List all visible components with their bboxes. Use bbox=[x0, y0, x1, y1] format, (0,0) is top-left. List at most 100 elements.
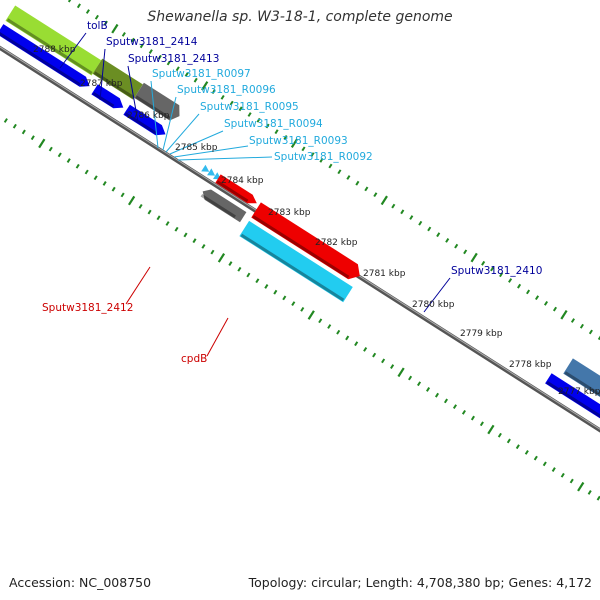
tolB-feature-body[interactable] bbox=[5, 5, 102, 76]
inner-tick-minor bbox=[327, 324, 332, 329]
cds-a-feature[interactable] bbox=[0, 24, 90, 87]
inner-tick-minor bbox=[228, 261, 233, 266]
cpdB-red-feature-body[interactable] bbox=[251, 202, 360, 280]
cpdB-red-feature[interactable] bbox=[251, 202, 360, 280]
gene-label-r0093[interactable]: Sputw3181_R0093 bbox=[249, 135, 348, 147]
gene-label-r0095[interactable]: Sputw3181_R0095 bbox=[200, 101, 299, 113]
outer-tick-minor bbox=[588, 329, 593, 335]
inner-tick-minor bbox=[417, 381, 422, 387]
cds-a-feature-body[interactable] bbox=[0, 24, 90, 87]
inner-tick-minor bbox=[75, 163, 80, 169]
outer-tick-minor bbox=[543, 300, 549, 306]
inner-tick-minor bbox=[560, 472, 565, 478]
inner-tick-minor bbox=[461, 409, 466, 415]
cds-c-feature[interactable] bbox=[123, 104, 166, 136]
gene-label-r0096[interactable]: Sputw3181_R0096 bbox=[177, 84, 276, 96]
inner-tick-minor bbox=[551, 467, 556, 472]
leader-line-tolB bbox=[59, 32, 87, 69]
sputw3181-2414-feature[interactable] bbox=[92, 58, 143, 100]
trna-feature-2-body[interactable] bbox=[207, 168, 216, 176]
outer-tick-minor bbox=[418, 220, 423, 226]
outer-tick-minor bbox=[445, 238, 450, 243]
sputw3181-2410-feature[interactable] bbox=[563, 358, 600, 443]
inner-tick-major bbox=[127, 195, 136, 206]
inner-tick-minor bbox=[363, 347, 368, 352]
inner-tick-minor bbox=[533, 455, 538, 461]
inner-tick-minor bbox=[165, 221, 170, 226]
outer-tick-minor bbox=[274, 129, 279, 135]
gene-label-s2414[interactable]: Sputw3181_2414 bbox=[106, 36, 198, 48]
gene-label-r0092[interactable]: Sputw3181_R0092 bbox=[274, 151, 373, 163]
cds-b-feature[interactable] bbox=[91, 84, 124, 109]
scale-label: 2779 kbp bbox=[460, 329, 503, 339]
topology-text: Topology: circular; Length: 4,708,380 bp… bbox=[248, 575, 592, 590]
cds-d-feature[interactable] bbox=[545, 373, 600, 459]
trna-feature-1[interactable] bbox=[201, 164, 210, 172]
label-leader-lines bbox=[59, 32, 451, 357]
inner-tick-minor bbox=[3, 118, 8, 123]
cds-b-feature-body[interactable] bbox=[91, 84, 124, 109]
outer-tick-minor bbox=[346, 175, 351, 180]
gene-label-tolB[interactable]: tolB bbox=[87, 20, 108, 32]
sputw3181-2410-feature-body[interactable] bbox=[563, 358, 600, 443]
tolB-feature[interactable] bbox=[5, 5, 102, 76]
scale-label: 2785 kbp bbox=[175, 143, 218, 153]
sputw3181-2413-feature-body[interactable] bbox=[134, 82, 180, 121]
trna-feature-1-body[interactable] bbox=[201, 164, 210, 172]
sputw3181-2414-feature-body[interactable] bbox=[92, 58, 143, 100]
inner-tick-minor bbox=[12, 123, 17, 129]
cds-d-feature-body[interactable] bbox=[545, 373, 600, 459]
cds-c-feature-body[interactable] bbox=[123, 104, 166, 136]
outer-tick-major bbox=[380, 195, 388, 206]
gene-label-s2410[interactable]: Sputw3181_2410 bbox=[451, 265, 542, 277]
sputw3181-2412-feature-body[interactable] bbox=[202, 189, 247, 223]
gene-label-s2413[interactable]: Sputw3181_2413 bbox=[128, 53, 219, 65]
inner-tick-minor bbox=[372, 352, 377, 358]
map-title: Shewanella sp. W3-18-1, complete genome bbox=[147, 9, 453, 25]
inner-tick-minor bbox=[84, 169, 89, 175]
outer-tick-major bbox=[470, 252, 478, 263]
outer-tick-minor bbox=[481, 260, 486, 266]
outer-tick-minor bbox=[355, 180, 360, 186]
red-small-feature-body[interactable] bbox=[215, 174, 257, 204]
outer-tick-minor bbox=[409, 215, 414, 220]
outer-tick-minor bbox=[436, 232, 441, 238]
outer-tick-minor bbox=[283, 135, 288, 140]
outer-tick-major bbox=[290, 138, 299, 148]
inner-tick-minor bbox=[264, 284, 269, 289]
outer-tick-minor bbox=[463, 249, 468, 255]
sputw3181-2412-feature[interactable] bbox=[200, 189, 247, 223]
outer-tick-minor bbox=[391, 203, 396, 209]
cds-b-feature-shade bbox=[92, 91, 115, 108]
sputw3181-2414-feature-shade bbox=[93, 71, 135, 99]
inner-tick-minor bbox=[174, 226, 179, 232]
red-small-feature[interactable] bbox=[215, 174, 257, 204]
inner-tick-major bbox=[397, 367, 405, 378]
inner-tick-major bbox=[217, 253, 226, 263]
leader-line-r0094 bbox=[169, 130, 224, 155]
gene-features bbox=[0, 5, 600, 459]
gene-labels: tolB Sputw3181_2414Sputw3181_2413Sputw318… bbox=[42, 20, 542, 365]
gene-label-cpdB[interactable]: cpdB bbox=[181, 353, 207, 365]
scale-label: 2780 kbp bbox=[412, 300, 455, 310]
outer-tick-major bbox=[560, 309, 568, 320]
inner-tick-minor bbox=[443, 398, 449, 404]
inner-tick-minor bbox=[506, 438, 511, 444]
cpdB-cyan-feature-body[interactable] bbox=[239, 220, 353, 303]
trna-feature-2[interactable] bbox=[207, 168, 216, 176]
outer-tick-minor bbox=[184, 72, 189, 77]
cds-d-feature-shade bbox=[546, 381, 600, 418]
inner-tick-minor bbox=[111, 186, 116, 192]
sputw3181-2413-feature[interactable] bbox=[134, 82, 180, 121]
outer-tick-minor bbox=[193, 77, 198, 83]
gene-label-r0094[interactable]: Sputw3181_R0094 bbox=[224, 118, 323, 130]
inner-tick-minor bbox=[381, 358, 386, 364]
inner-tick-minor bbox=[273, 289, 278, 295]
inner-tick-minor bbox=[201, 244, 206, 249]
cpdB-cyan-feature[interactable] bbox=[239, 220, 353, 303]
outer-tick-minor bbox=[454, 243, 459, 249]
gene-label-s2412[interactable]: Sputw3181_2412 bbox=[42, 302, 133, 314]
gene-label-r0097[interactable]: Sputw3181_R0097 bbox=[152, 68, 251, 80]
